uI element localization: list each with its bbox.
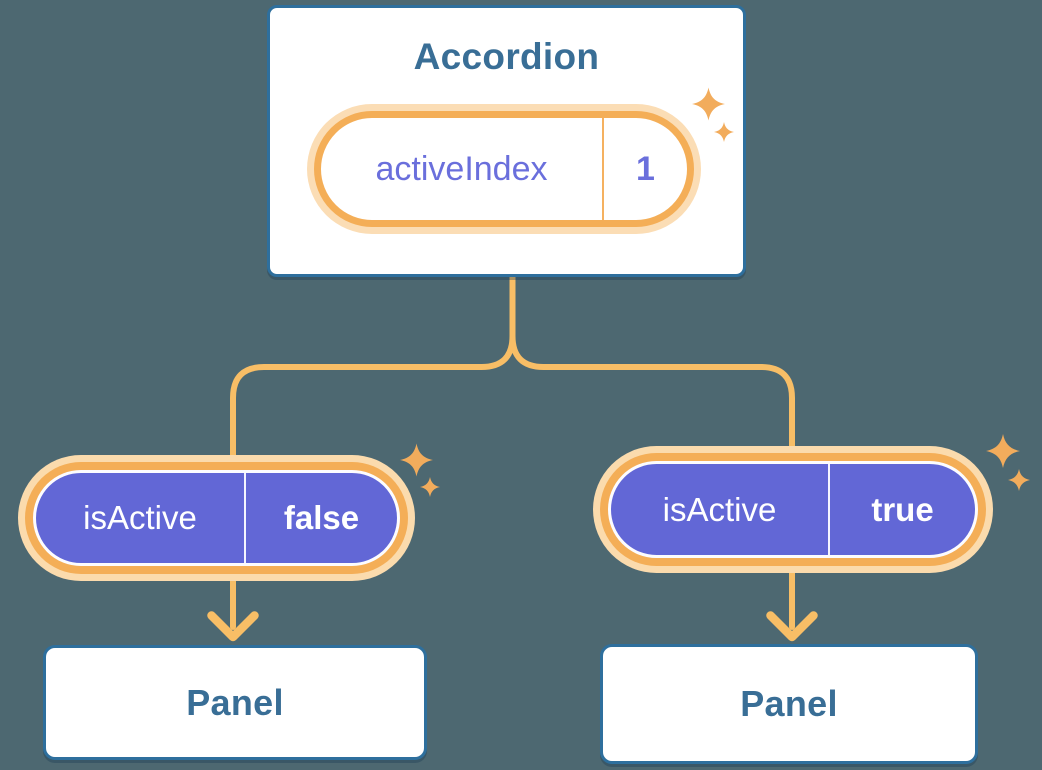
arrow-down-icon — [207, 611, 259, 642]
fork-line-right — [509, 273, 795, 473]
is-active-pill-right: isActive true — [608, 461, 978, 558]
prop-value: true — [871, 490, 934, 528]
prop-label: isActive — [662, 490, 777, 528]
active-index-state-pill: activeIndex 1 — [314, 111, 694, 227]
panel-card-right: Panel — [600, 644, 978, 764]
sparkle-icon — [1008, 469, 1030, 491]
pill-divider — [602, 118, 604, 220]
sparkle-icon — [692, 87, 725, 121]
fork-line-left — [230, 273, 516, 478]
pill-divider — [244, 473, 246, 563]
panel-card-left: Panel — [43, 645, 427, 760]
arrow-down-icon — [766, 611, 818, 642]
state-value: 1 — [636, 149, 655, 188]
sparkle-icon — [714, 122, 734, 142]
panel-title: Panel — [186, 681, 284, 723]
prop-label: isActive — [83, 499, 197, 536]
is-active-pill-left: isActive false — [33, 470, 400, 566]
sparkle-icon — [986, 434, 1020, 468]
prop-value: false — [283, 499, 360, 536]
accordion-title: Accordion — [413, 36, 600, 77]
pill-divider — [828, 464, 830, 555]
panel-title: Panel — [740, 683, 838, 724]
sparkle-icon — [420, 477, 440, 497]
state-label: activeIndex — [375, 149, 548, 188]
accordion-card: Accordion activeIndex 1 — [267, 5, 746, 277]
sparkle-icon — [400, 443, 433, 477]
